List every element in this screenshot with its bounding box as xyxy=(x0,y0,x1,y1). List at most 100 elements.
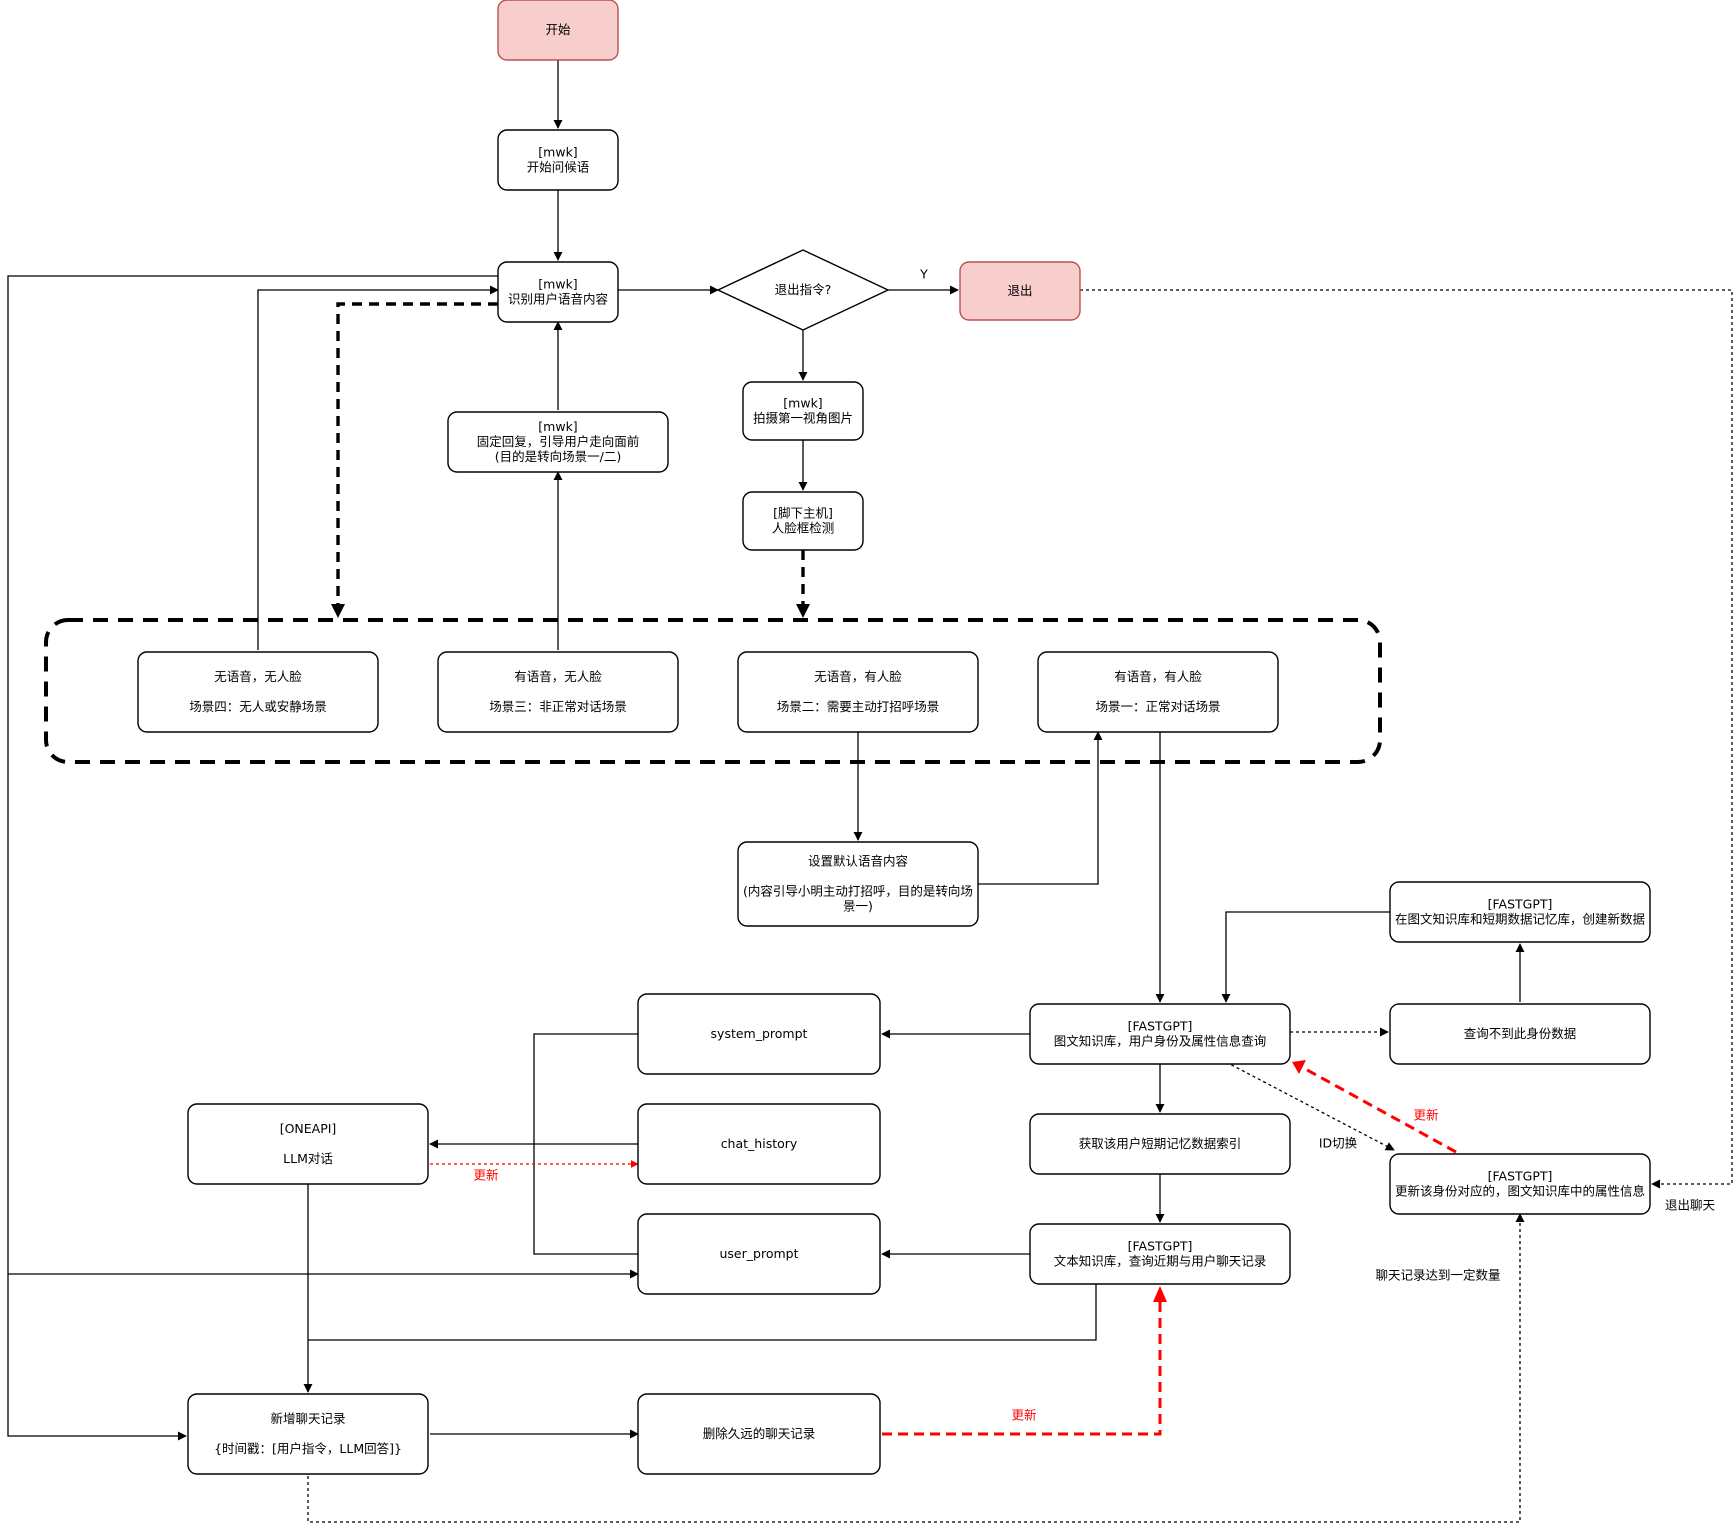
edges xyxy=(7,60,1733,1523)
node-label-face-detect-line-2: 人脸框检测 xyxy=(772,520,835,535)
node-label-fixed-reply-line-3: (目的是转向场景一/二) xyxy=(495,449,621,464)
label-y: Y xyxy=(919,267,928,282)
node-not-found[interactable]: 查询不到此身份数据 xyxy=(1389,1003,1651,1065)
node-scene2[interactable]: 无语音，有人脸场景二：需要主动打招呼场景 xyxy=(737,651,979,733)
node-greeting[interactable]: [mwk]开始问候语 xyxy=(497,129,619,191)
node-fixed-reply[interactable]: [mwk]固定回复，引导用户走向面前(目的是转向场景一/二) xyxy=(447,411,669,473)
edge-query-update-idswitch xyxy=(1225,1061,1395,1151)
node-label-photo-line-2: 拍摄第一视角图片 xyxy=(753,410,853,425)
node-label-face-detect-line-1: [脚下主机] xyxy=(773,505,833,520)
node-label-scene2: 无语音，有人脸场景二：需要主动打招呼场景 xyxy=(777,669,940,714)
arrowhead-recognize-group xyxy=(331,604,345,618)
node-label-exit-line-1: 退出 xyxy=(1007,283,1032,298)
node-label-delete-chat: 删除久远的聊天记录 xyxy=(703,1426,816,1441)
node-label-update-attr: [FASTGPT]更新该身份对应的，图文知识库中的属性信息 xyxy=(1395,1168,1645,1198)
edge-default-scene1 xyxy=(978,731,1103,885)
node-add-chat[interactable]: 新增聊天记录 {时间戳：[用户指令，LLM回答]} xyxy=(187,1393,429,1475)
node-system-prompt[interactable]: system_prompt xyxy=(637,993,881,1075)
node-label-create-data: [FASTGPT]在图文知识库和短期数据记忆库，创建新数据 xyxy=(1395,896,1645,926)
node-label-scene3: 有语音，无人脸场景三：非正常对话场景 xyxy=(489,669,627,714)
edge-recognize-group xyxy=(336,302,498,606)
node-text-kb[interactable]: [FASTGPT]文本知识库，查询近期与用户聊天记录 xyxy=(1029,1223,1291,1285)
node-label-start: 开始 xyxy=(545,22,571,37)
label-update-1: 更新 xyxy=(1413,1108,1438,1123)
node-recognize[interactable]: [mwk]识别用户语音内容 xyxy=(497,261,619,323)
node-label-scene3-line-1: 有语音，无人脸 xyxy=(514,669,602,684)
node-label-scene1-line-1: 有语音，有人脸 xyxy=(1114,669,1202,684)
node-label-chat-history: chat_history xyxy=(721,1136,798,1151)
node-label-short-memory: 获取该用户短期记忆数据索引 xyxy=(1079,1136,1242,1151)
node-label-start-line-1: 开始 xyxy=(545,22,571,37)
label-id-switch: ID切换 xyxy=(1319,1136,1358,1151)
node-exit-decision[interactable]: 退出指令? xyxy=(716,249,890,331)
node-delete-chat[interactable]: 删除久远的聊天记录 xyxy=(637,1393,881,1475)
node-label-exit-decision-line-1: 退出指令? xyxy=(775,282,832,297)
node-default-voice[interactable]: 设置默认语音内容(内容引导小明主动打招呼，目的是转向场景一) xyxy=(737,841,979,927)
nodes: 开始 [mwk]开始问候语 [mwk]识别用户语音内容 退出指令? 退出 [mw… xyxy=(137,0,1651,1475)
node-label-add-chat-line-1: 新增聊天记录 xyxy=(270,1411,345,1426)
node-photo[interactable]: [mwk]拍摄第一视角图片 xyxy=(742,381,864,441)
node-label-scene4-line-3: 场景四：无人或安静场景 xyxy=(189,699,327,714)
label-chat-limit: 聊天记录达到一定数量 xyxy=(1375,1268,1500,1283)
edge-create-query xyxy=(1221,911,1390,1003)
node-label-not-found-line-1: 查询不到此身份数据 xyxy=(1464,1026,1577,1041)
node-label-greeting-line-1: [mwk] xyxy=(538,144,577,159)
node-label-default-voice: 设置默认语音内容(内容引导小明主动打招呼，目的是转向场景一) xyxy=(743,853,973,913)
node-label-oneapi: [ONEAPI]LLM对话 xyxy=(280,1121,337,1166)
node-scene3[interactable]: 有语音，无人脸场景三：非正常对话场景 xyxy=(437,651,679,733)
node-face-detect[interactable]: [脚下主机]人脸框检测 xyxy=(742,491,864,551)
node-create-data[interactable]: [FASTGPT]在图文知识库和短期数据记忆库，创建新数据 xyxy=(1389,881,1651,943)
node-exit[interactable]: 退出 xyxy=(959,261,1081,321)
node-label-user-prompt: user_prompt xyxy=(720,1246,799,1261)
node-label-default-voice-line-3: (内容引导小明主动打招呼，目的是转向场 xyxy=(743,883,973,898)
node-label-recognize-line-2: 识别用户语音内容 xyxy=(508,291,608,306)
label-update-3: 更新 xyxy=(1011,1408,1036,1423)
node-label-fastgpt-query-line-2: 图文知识库，用户身份及属性信息查询 xyxy=(1054,1033,1267,1048)
node-fastgpt-query[interactable]: [FASTGPT]图文知识库，用户身份及属性信息查询 xyxy=(1029,1003,1291,1065)
node-label-scene3-line-3: 场景三：非正常对话场景 xyxy=(489,699,627,714)
node-scene1[interactable]: 有语音，有人脸场景一：正常对话场景 xyxy=(1037,651,1279,733)
node-label-recognize-line-1: [mwk] xyxy=(538,276,577,291)
node-label-create-data-line-2: 在图文知识库和短期数据记忆库，创建新数据 xyxy=(1395,911,1645,926)
node-label-delete-chat-line-1: 删除久远的聊天记录 xyxy=(703,1426,816,1441)
label-exit-chat: 退出聊天 xyxy=(1665,1198,1716,1213)
node-user-prompt[interactable]: user_prompt xyxy=(637,1213,881,1295)
node-label-text-kb-line-2: 文本知识库，查询近期与用户聊天记录 xyxy=(1054,1253,1267,1268)
scene-group-box xyxy=(44,618,1382,764)
node-label-scene4: 无语音，无人脸场景四：无人或安静场景 xyxy=(189,669,327,714)
node-label-create-data-line-1: [FASTGPT] xyxy=(1488,896,1553,911)
edge-addchat-update xyxy=(307,1213,1525,1523)
arrowhead-delete-textkb-red xyxy=(1153,1286,1167,1302)
node-label-photo: [mwk]拍摄第一视角图片 xyxy=(753,395,853,425)
node-label-face-detect: [脚下主机]人脸框检测 xyxy=(772,505,835,535)
arrowhead-update-query-red xyxy=(1292,1060,1306,1074)
node-label-photo-line-1: [mwk] xyxy=(783,395,822,410)
node-short-memory[interactable]: 获取该用户短期记忆数据索引 xyxy=(1029,1113,1291,1175)
node-label-short-memory-line-1: 获取该用户短期记忆数据索引 xyxy=(1079,1136,1242,1151)
node-label-fixed-reply-line-2: 固定回复，引导用户走向面前 xyxy=(477,434,640,449)
node-oneapi[interactable]: [ONEAPI]LLM对话 xyxy=(187,1103,429,1185)
node-label-fixed-reply: [mwk]固定回复，引导用户走向面前(目的是转向场景一/二) xyxy=(477,419,640,464)
edge-recognize-outer xyxy=(7,275,498,1441)
node-label-update-attr-line-1: [FASTGPT] xyxy=(1488,1168,1553,1183)
node-label-greeting: [mwk]开始问候语 xyxy=(527,144,590,174)
node-label-recognize: [mwk]识别用户语音内容 xyxy=(508,276,608,306)
node-scene4[interactable]: 无语音，无人脸场景四：无人或安静场景 xyxy=(137,651,379,733)
node-start[interactable]: 开始 xyxy=(497,0,619,61)
node-label-user-prompt-line-1: user_prompt xyxy=(720,1246,799,1261)
edge-exit-update xyxy=(1080,289,1733,1189)
node-label-exit: 退出 xyxy=(1007,283,1032,298)
node-label-scene1: 有语音，有人脸场景一：正常对话场景 xyxy=(1095,669,1220,714)
node-update-attr[interactable]: [FASTGPT]更新该身份对应的，图文知识库中的属性信息 xyxy=(1389,1153,1651,1215)
edge-scene4-recognize xyxy=(257,285,499,650)
node-label-add-chat-line-3: {时间戳：[用户指令，LLM回答]} xyxy=(214,1441,402,1456)
node-chat-history[interactable]: chat_history xyxy=(637,1103,881,1185)
node-label-text-kb-line-1: [FASTGPT] xyxy=(1128,1238,1193,1253)
node-label-scene1-line-3: 场景一：正常对话场景 xyxy=(1095,699,1220,714)
node-label-scene4-line-1: 无语音，无人脸 xyxy=(214,669,302,684)
node-label-text-kb: [FASTGPT]文本知识库，查询近期与用户聊天记录 xyxy=(1054,1238,1267,1268)
edge-delete-textkb-red xyxy=(882,1300,1162,1436)
edge-update-query-red xyxy=(1299,1064,1457,1154)
arrowhead-face-group xyxy=(796,604,810,618)
node-label-chat-history-line-1: chat_history xyxy=(721,1136,798,1151)
